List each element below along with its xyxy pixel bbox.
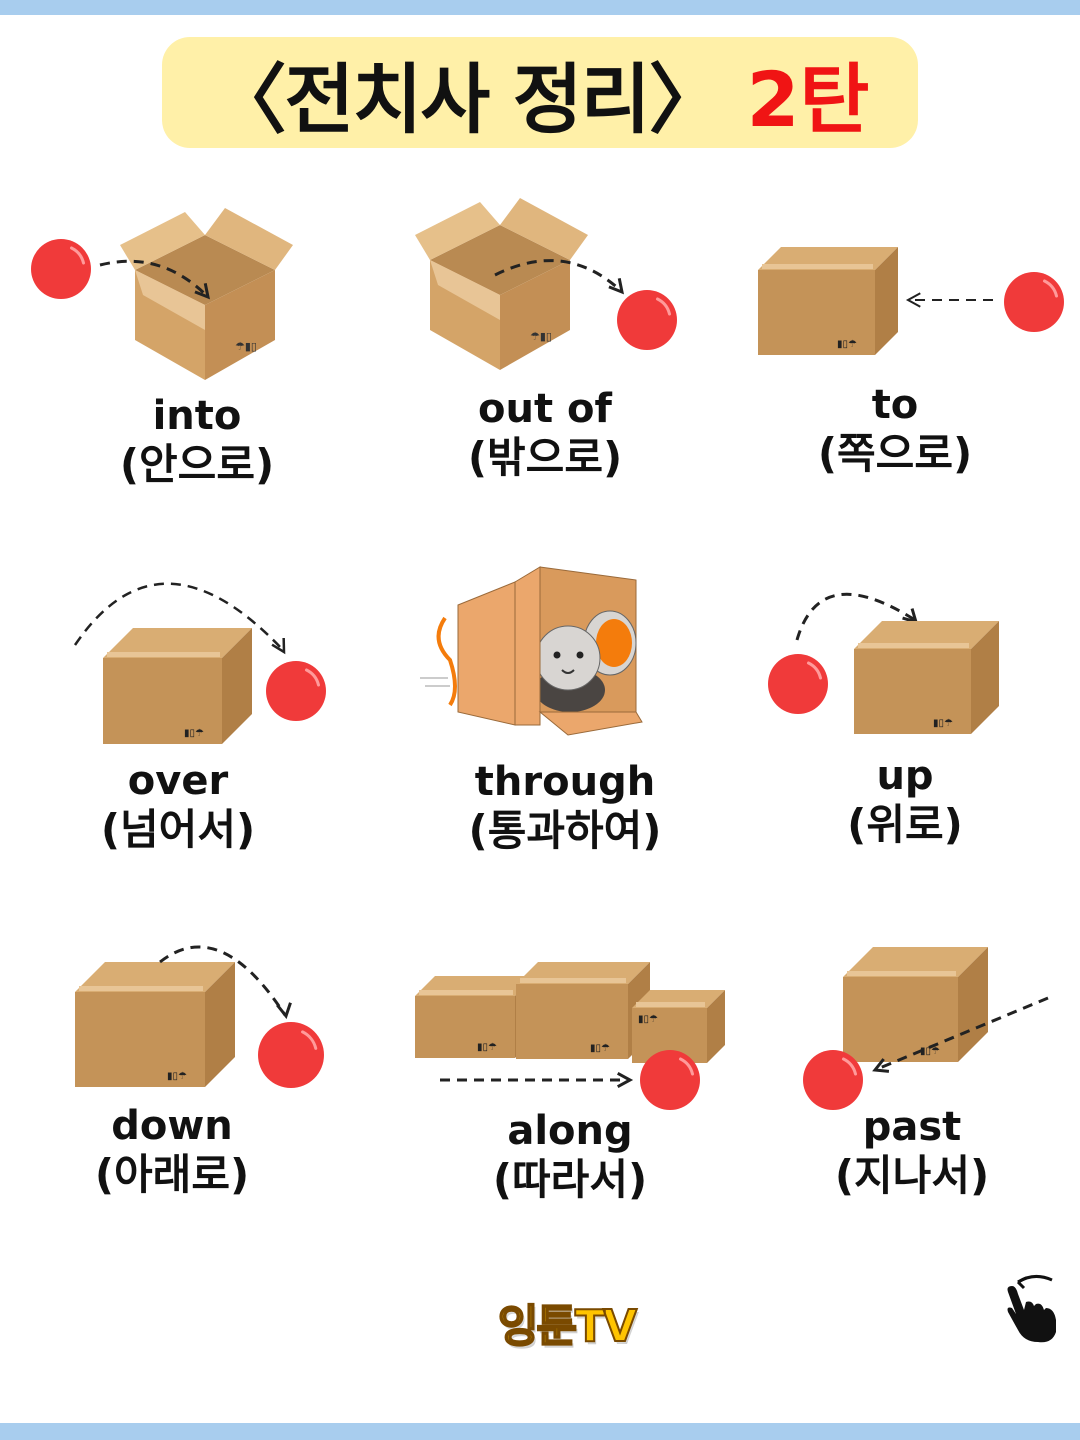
arrowhead-icon	[608, 277, 625, 295]
open-box-flap	[205, 208, 293, 270]
box-tape	[762, 264, 873, 269]
label-into: into(안으로)	[119, 393, 275, 489]
arrowhead-icon	[905, 292, 921, 308]
red-ball	[803, 1050, 863, 1110]
arrowhead-icon	[872, 1058, 890, 1073]
box-side	[875, 247, 898, 355]
box-symbols-icon: ▮▯☂	[184, 728, 204, 739]
label-over: over(넘어서)	[100, 758, 256, 854]
box-top	[854, 621, 999, 649]
box-tape	[79, 986, 203, 991]
ball-highlight	[842, 1057, 857, 1076]
box-side	[971, 621, 999, 734]
box-top	[75, 962, 235, 992]
title-accent: 2탄	[746, 54, 870, 144]
ball-highlight	[70, 246, 85, 265]
dashed-arrow-path	[99, 259, 208, 297]
ball-highlight	[679, 1057, 694, 1076]
dashed-arrow-path	[494, 259, 622, 292]
arrowhead-icon	[194, 282, 211, 300]
through-box-flap	[538, 711, 643, 736]
box-symbols-icon: ☂▮▯	[530, 330, 552, 343]
label-through: through(통과하여)	[468, 759, 662, 855]
open-box-flap	[120, 212, 205, 270]
red-ball	[31, 239, 91, 299]
arrowhead-icon	[616, 1071, 634, 1089]
open-box-flap	[135, 270, 205, 330]
ball-highlight	[1043, 279, 1058, 298]
red-ball	[768, 654, 828, 714]
label-out-of: out of(밖으로)	[467, 386, 623, 482]
mouse-eye	[553, 651, 561, 659]
mouse-eye	[576, 651, 584, 659]
box-front	[854, 649, 971, 734]
box-front	[843, 977, 958, 1062]
open-box-flap	[415, 202, 500, 260]
box-symbols-icon: ▮▯☂	[920, 1046, 940, 1057]
box-tape	[520, 978, 626, 983]
red-ball	[617, 290, 677, 350]
box-tape	[636, 1002, 705, 1007]
box-side	[707, 990, 725, 1063]
mouse-ear-inner	[596, 619, 632, 667]
box-symbols-icon: ▮▯☂	[167, 1071, 187, 1082]
mouse-mouth	[561, 669, 575, 674]
red-ball	[266, 661, 326, 721]
arrowhead-icon	[276, 1002, 292, 1020]
box-tape	[858, 643, 969, 648]
box-front	[103, 658, 222, 744]
box-symbols-icon: ▮▯☂	[477, 1042, 497, 1053]
box-front	[75, 992, 205, 1087]
box-tape	[847, 971, 956, 976]
box-symbols-icon: ▮▯☂	[590, 1043, 610, 1054]
red-ball	[1004, 272, 1064, 332]
page-title: 〈전치사 정리〉 2탄	[162, 37, 918, 148]
box-side	[222, 628, 252, 744]
box-front	[758, 270, 875, 355]
box-symbols-icon: ▮▯☂	[933, 718, 953, 729]
box-top	[103, 628, 252, 658]
dashed-arrow-path	[73, 582, 284, 651]
red-ball	[258, 1022, 324, 1088]
ball-highlight	[305, 668, 320, 687]
box-tape	[419, 990, 513, 995]
box-symbols-icon: ▮▯☂	[638, 1014, 658, 1025]
box-front	[415, 996, 515, 1058]
through-box-front	[514, 566, 541, 726]
open-box-flap	[500, 198, 588, 260]
label-past: past(지나서)	[834, 1104, 990, 1200]
box-top	[843, 947, 988, 977]
brand-logo: 잉툰TV	[497, 1300, 638, 1353]
swipe-hand-icon[interactable]	[1000, 1272, 1060, 1348]
open-box-flap	[430, 260, 500, 320]
box-symbols-icon: ▮▯☂	[837, 339, 857, 350]
ball-highlight	[807, 661, 822, 680]
box-tape	[107, 652, 220, 657]
mouse-tail	[436, 616, 457, 707]
label-up: up(위로)	[847, 753, 963, 849]
arrowhead-icon	[271, 637, 286, 655]
open-box-right	[205, 270, 275, 380]
label-to: to(쪽으로)	[817, 382, 973, 478]
ball-highlight	[301, 1030, 318, 1050]
label-down: down(아래로)	[94, 1103, 250, 1199]
dashed-arrow-path	[795, 592, 916, 641]
box-side	[205, 962, 235, 1087]
top-band	[0, 0, 1080, 15]
open-box-right	[500, 260, 570, 370]
bottom-band	[0, 1423, 1080, 1440]
ball-highlight	[656, 297, 671, 316]
dashed-arrow-path	[874, 996, 1049, 1072]
through-box-side	[457, 581, 516, 726]
red-ball	[640, 1050, 700, 1110]
box-symbols-icon: ☂▮▯	[235, 340, 257, 353]
title-main: 〈전치사 정리〉	[210, 54, 725, 144]
mouse-head	[535, 625, 601, 691]
label-along: along(따라서)	[492, 1108, 648, 1204]
box-front	[516, 984, 628, 1059]
